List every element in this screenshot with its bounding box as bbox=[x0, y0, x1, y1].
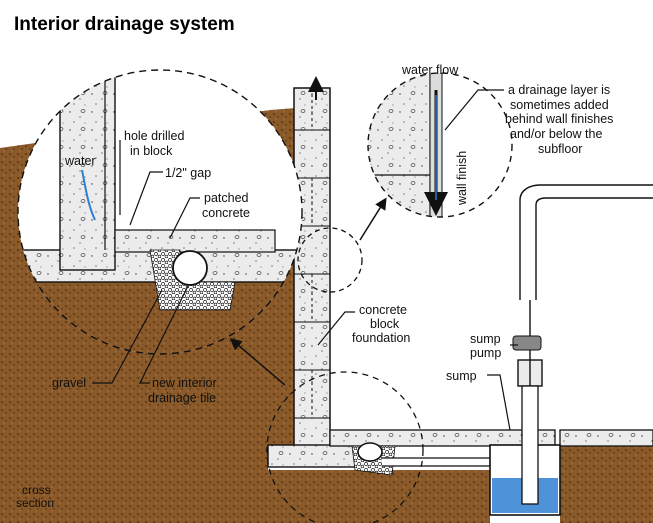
label-drainage-2: sometimes added bbox=[510, 98, 609, 112]
footing bbox=[267, 444, 361, 468]
label-block-2: block bbox=[370, 317, 400, 331]
label-hole-drilled-1: hole drilled bbox=[124, 129, 185, 143]
callout-arrow-left bbox=[229, 338, 286, 386]
label-wall-finish: wall finish bbox=[455, 151, 469, 206]
floor-slab bbox=[329, 429, 556, 447]
label-water: water bbox=[64, 154, 96, 168]
label-cross-1: cross bbox=[22, 483, 51, 497]
label-sump: sump bbox=[446, 369, 477, 383]
label-drainage-3: behind wall finishes bbox=[505, 112, 613, 126]
label-water-flow: water flow bbox=[401, 63, 459, 77]
wall-callout-circle bbox=[297, 227, 363, 293]
label-drainage-4: and/or below the bbox=[510, 127, 602, 141]
label-drainage-1: a drainage layer is bbox=[508, 83, 610, 97]
floor-slab-right bbox=[559, 429, 653, 447]
drain-tile-pipe bbox=[357, 442, 383, 462]
label-block-1: concrete bbox=[359, 303, 407, 317]
drain-pipe-run bbox=[382, 457, 491, 467]
discharge-pipe bbox=[519, 184, 653, 386]
inset-detail-right bbox=[368, 73, 512, 217]
diagram-title: Interior drainage system bbox=[14, 14, 235, 35]
label-new-tile-1: new interior bbox=[152, 376, 217, 390]
block-wall bbox=[293, 87, 331, 454]
label-sump-pump-2: pump bbox=[470, 346, 501, 360]
inset-circle-right bbox=[367, 72, 513, 218]
leader-lines bbox=[92, 89, 518, 431]
label-patched-1: patched bbox=[204, 191, 249, 205]
callout-arrow-right bbox=[359, 197, 387, 241]
sump-pump-body bbox=[521, 385, 539, 505]
bottom-callout-circle bbox=[266, 371, 424, 523]
soil-right bbox=[560, 445, 653, 523]
label-drainage-5: subfloor bbox=[538, 142, 582, 156]
discharge-pipe-inner bbox=[535, 197, 653, 300]
label-gap: 1/2" gap bbox=[165, 166, 211, 180]
label-cross-2: section bbox=[16, 496, 54, 510]
label-new-tile-2: drainage tile bbox=[148, 391, 216, 405]
inset-circle-left bbox=[17, 69, 303, 355]
block-mortar-lines bbox=[294, 88, 330, 419]
label-sump-pump-1: sump bbox=[470, 332, 501, 346]
label-patched-2: concrete bbox=[202, 206, 250, 220]
label-hole-drilled-2: in block bbox=[130, 144, 173, 158]
check-valve bbox=[512, 335, 542, 351]
label-block-3: foundation bbox=[352, 331, 410, 345]
label-gravel: gravel bbox=[52, 376, 86, 390]
